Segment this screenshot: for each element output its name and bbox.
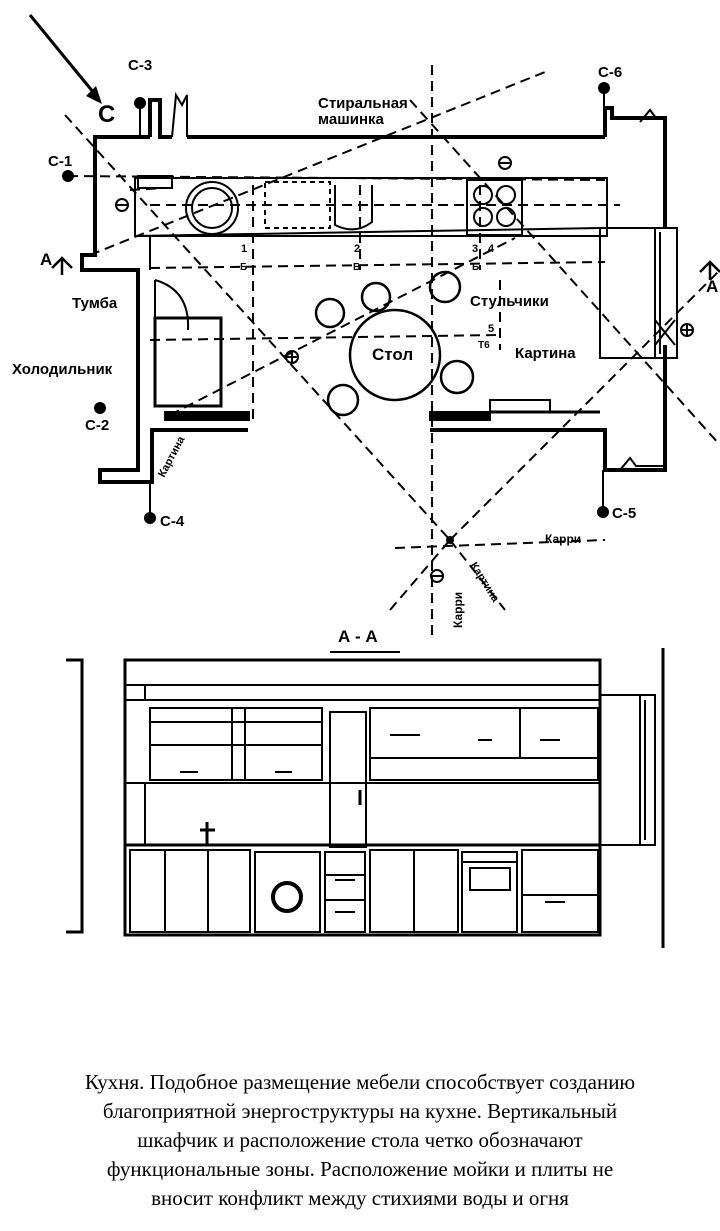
section-title: А - А — [338, 627, 378, 646]
label-mirror-bottom: Карри — [451, 592, 465, 628]
floor-plan: С — [12, 14, 720, 640]
label-washing-machine-1: Стиральная — [318, 95, 408, 112]
label-c2: С-2 — [85, 417, 109, 434]
label-picture: Картина — [515, 345, 576, 362]
label-stools: Стульчики — [470, 293, 549, 310]
caption-line: Кухня. Подобное размещение мебели способ… — [84, 1070, 636, 1094]
outer-walls — [80, 91, 667, 484]
post-markers — [62, 82, 665, 524]
label-mirror-right: Карри — [545, 532, 581, 546]
energy-markers — [115, 156, 694, 583]
label-c5: С-5 — [612, 505, 636, 522]
upper-cabinets — [149, 707, 599, 781]
axis-number-4: 4 — [488, 243, 495, 255]
label-picture-left: Картина — [156, 434, 188, 480]
lower-cabinets — [129, 822, 599, 933]
label-fridge: Холодильник — [12, 361, 113, 378]
right-side-unit — [599, 694, 656, 846]
energy-lines — [64, 65, 720, 640]
label-table: Стол — [372, 345, 413, 364]
section-elevation: А - А — [66, 627, 665, 948]
caption-line: функциональные зоны. Расположение мойки … — [106, 1157, 614, 1181]
label-c1: С-1 — [48, 153, 72, 170]
caption-line: шкафчик и расположение стола четко обозн… — [137, 1128, 583, 1152]
north-label: С — [98, 101, 115, 128]
right-cabinet — [599, 227, 678, 359]
label-c6: С-6 — [598, 64, 622, 81]
axis-letter-3: Б — [472, 262, 479, 273]
counter-top — [134, 175, 608, 270]
label-section-right: А — [706, 277, 718, 296]
axis-number-3: 3 — [472, 243, 478, 255]
label-picture-bottom: Картина — [467, 560, 501, 605]
table-group — [314, 270, 475, 417]
caption-line: вносит конфликт между стихиями воды и ог… — [151, 1186, 569, 1210]
section-markers — [51, 256, 720, 280]
north-arrow: С — [28, 14, 115, 128]
caption-line: благоприятной энергоструктуры на кухне. … — [102, 1099, 618, 1123]
axis-number-2: 2 — [354, 243, 360, 255]
figure-caption: Кухня. Подобное размещение мебели способ… — [0, 1068, 720, 1213]
label-section-left: А — [40, 250, 52, 269]
label-washing-machine-2: машинка — [318, 111, 385, 128]
axis-number-1: 1 — [241, 243, 247, 255]
label-pedestal: Тумба — [72, 295, 118, 312]
tall-cabinet — [329, 711, 367, 848]
label-c4: С-4 — [160, 513, 185, 530]
table — [348, 308, 442, 402]
bottom-shelves — [429, 399, 600, 421]
axis-letter-2: Б — [353, 262, 360, 273]
label-c3: С-3 — [128, 57, 152, 74]
axis-letter-5: Т6 — [478, 340, 490, 351]
plan-labels: С-3 С-6 С-1 С-2 С-4 С-5 А А Стиральная м… — [12, 57, 718, 628]
axis-number-5: 5 — [488, 323, 494, 335]
axis-letter-1: Б — [240, 262, 247, 273]
